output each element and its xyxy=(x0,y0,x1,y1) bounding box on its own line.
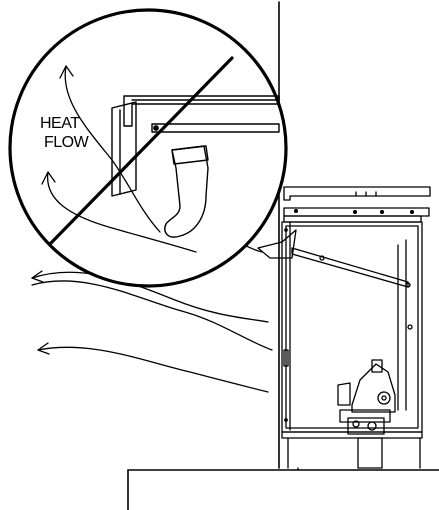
stove-top-shelf xyxy=(283,186,431,201)
heat-deflector xyxy=(257,229,297,259)
arrowhead-icon xyxy=(31,270,44,283)
stove-baffle xyxy=(291,247,409,288)
mantle xyxy=(111,95,280,197)
heat-wave-arrow-2 xyxy=(31,271,269,323)
label-flow: FLOW xyxy=(44,134,90,151)
warning-circle: HEAT FLOW xyxy=(8,8,288,288)
prohibition-circle xyxy=(8,8,288,288)
stocking-icon xyxy=(164,145,209,238)
mantle-bracket xyxy=(111,101,137,197)
stove-cabinet xyxy=(281,221,423,433)
burner-assembly xyxy=(337,359,396,435)
prohibition-slash xyxy=(48,56,234,246)
heat-wave-arrow-4 xyxy=(37,346,269,393)
stove xyxy=(257,186,431,471)
label-heat: HEAT xyxy=(40,115,80,132)
heat-wave-arrow-3 xyxy=(31,280,273,351)
floor xyxy=(127,469,439,510)
arrowhead-icon xyxy=(37,342,50,355)
heat-flow-arrows-in-circle xyxy=(41,65,197,253)
stove-base xyxy=(281,431,423,439)
